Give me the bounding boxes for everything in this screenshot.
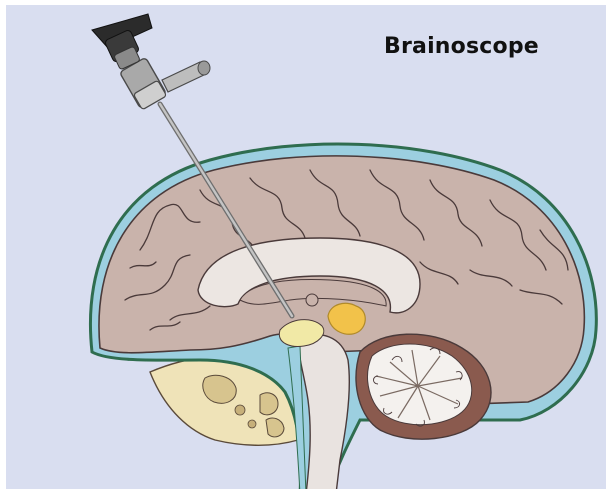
diagram-title: Brainoscope: [384, 34, 539, 59]
